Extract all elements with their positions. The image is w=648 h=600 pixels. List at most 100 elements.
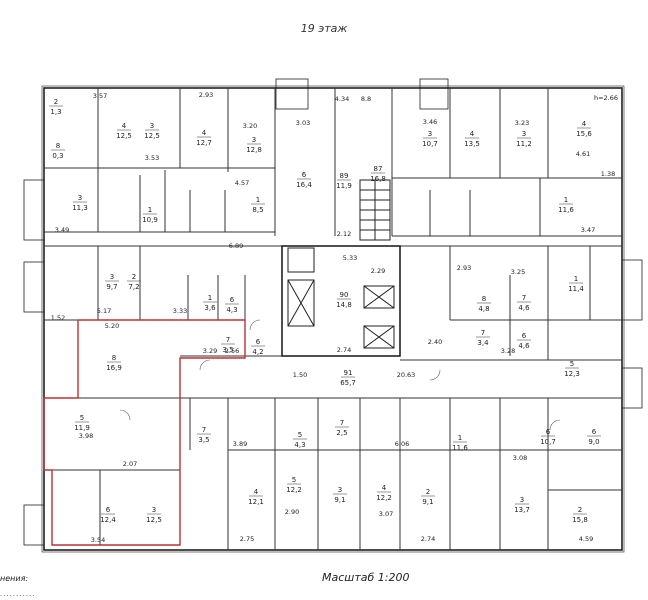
room-area: 10,7 [540,438,556,446]
room-number: 3 [150,122,154,130]
room-number: 6 [302,171,307,179]
room-number: 5 [570,360,574,368]
room-number: 5 [80,414,84,422]
room-number: 8 [482,295,486,303]
room-number: 1 [208,294,212,302]
room-area: 8,5 [252,206,263,214]
room-area: 12,8 [246,146,262,154]
room-area: 16,9 [106,364,122,372]
room-area: 11,4 [568,285,584,293]
room-number: 1 [564,196,568,204]
stair [359,179,391,241]
dimension-label: 1.50 [293,371,307,379]
dimension-label: 3.28 [501,347,515,355]
dimension-label: 3.53 [145,154,159,162]
dimension-label: 1.38 [601,170,615,178]
room-area: 12,3 [564,370,580,378]
room-area: 12,7 [196,139,212,147]
room-number: 4 [582,120,587,128]
room-number: 6 [256,338,261,346]
room-number: 3 [522,130,526,138]
dimension-label: 5.20 [105,322,119,330]
room-number: 2 [426,488,430,496]
dimension-label: 2.29 [371,267,385,275]
dimension-label: 3.46 [423,118,437,126]
dimension-label: 3.57 [93,92,107,100]
room-area: 3,5 [222,346,233,354]
room-area: 9,0 [588,438,599,446]
room-area: 12,1 [248,498,264,506]
room-number: 8 [112,354,116,362]
room-area: 10,9 [142,216,158,224]
dimension-label: 3.23 [515,119,529,127]
room-area: 13,5 [464,140,480,148]
room-area: 3,6 [204,304,216,312]
room-area: 15,8 [572,516,588,524]
notes-label: нения: [0,574,29,583]
room-number: 3 [252,136,256,144]
room-area: 9,1 [422,498,433,506]
room-number: 7 [340,419,344,427]
room-area: 4,3 [226,306,237,314]
room-number: 4 [382,484,387,492]
room-number: 90 [340,291,349,299]
room-area: 1,3 [50,108,61,116]
room-area: 10,7 [422,140,438,148]
dimension-label: 2.12 [337,230,351,238]
dimension-label: 3.54 [91,536,105,544]
room-area: 7,2 [128,283,139,291]
room-area: 12,2 [376,494,392,502]
floor-title: 19 этаж [300,22,348,35]
room-number: 6 [230,296,235,304]
room-area: 2,5 [336,429,347,437]
outer-walls [23,78,643,553]
dimension-label: 3.25 [511,268,525,276]
dimension-label: 2.56 [225,347,239,355]
room-number: 7 [202,426,206,434]
dimension-label: 4.34 [335,95,349,103]
room-area: 16,4 [296,181,312,189]
room-number: 4 [122,122,127,130]
dimension-label: 2.74 [421,535,435,543]
room-number: 6 [546,428,551,436]
dimension-label: 4.57 [235,179,249,187]
room-area: 9,7 [106,283,117,291]
room-number: 4 [254,488,259,496]
room-area: 3,5 [198,436,209,444]
room-area: 12,5 [144,132,160,140]
room-area: 4,8 [478,305,489,313]
room-area: 4,2 [252,348,263,356]
core [281,179,401,357]
dimension-label: 3.89 [233,440,247,448]
dimension-label: 4.61 [576,150,590,158]
room-area: 12,4 [100,516,116,524]
room-number: 1 [256,196,260,204]
dimension-label: 3.49 [55,226,69,234]
dimension-label: 8.8 [361,95,371,103]
dimension-label: 20.63 [397,371,416,379]
room-area: 11,2 [516,140,532,148]
dimension-label: h=2.66 [594,94,618,102]
dimension-label: 3.03 [296,119,310,127]
room-area: 12,2 [286,486,302,494]
room-area: 12,5 [116,132,132,140]
dimension-label: 3.29 [203,347,217,355]
room-area: 0,3 [52,152,63,160]
dimension-label: 5.17 [97,307,111,315]
dimension-label: 5.33 [343,254,357,262]
room-number: 1 [458,434,462,442]
room-area: 11,6 [558,206,574,214]
dimension-label: 3.07 [379,510,393,518]
room-number: 1 [574,275,578,283]
room-area: 11,6 [452,444,468,452]
room-number: 4 [202,129,207,137]
dimension-label: 6.89 [229,242,243,250]
room-number: 2 [54,98,58,106]
room-area: 4,6 [518,304,530,312]
room-area: 65,7 [340,379,356,387]
room-number: 6 [522,332,527,340]
room-area: 15,6 [576,130,592,138]
room-number: 1 [148,206,152,214]
